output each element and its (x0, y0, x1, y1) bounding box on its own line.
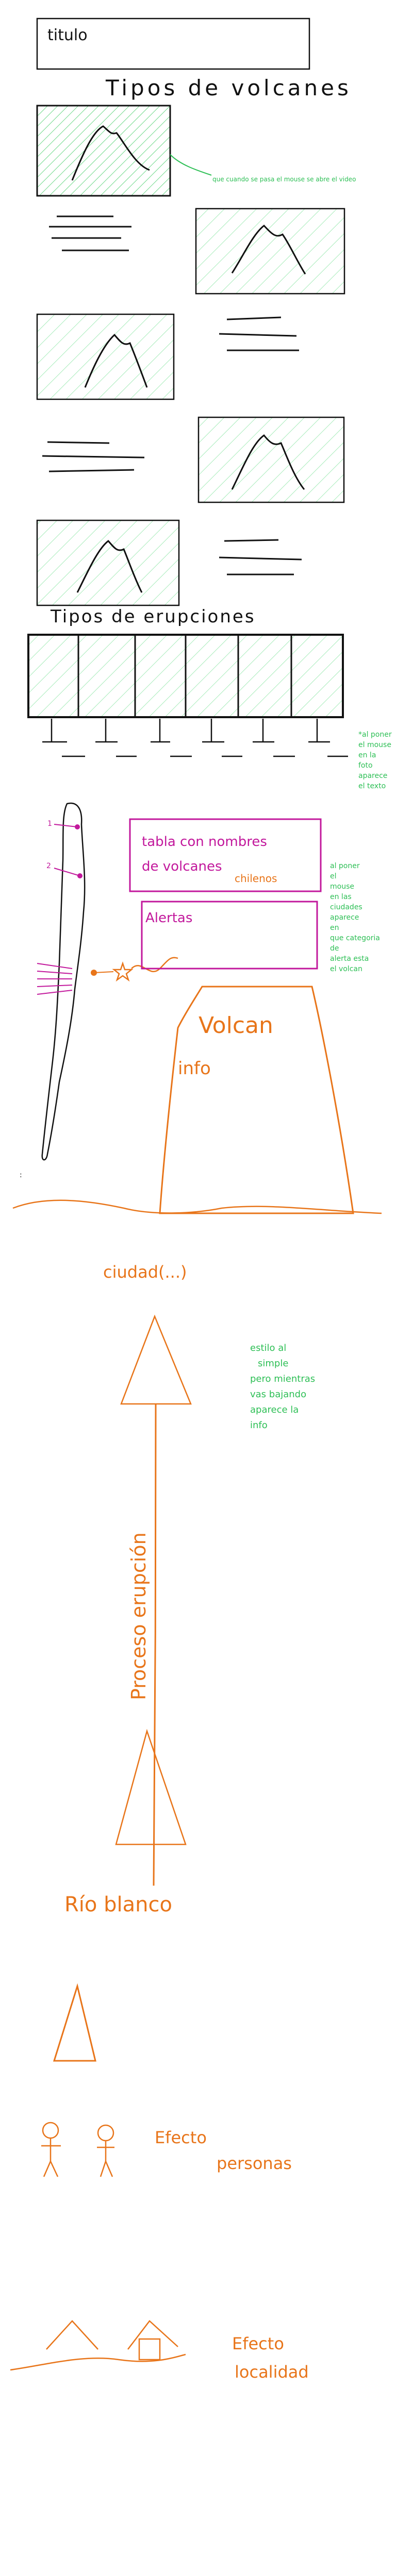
volcano-shape (76, 539, 143, 593)
chile-map (41, 802, 86, 1161)
note-hover-eruption: *al poner el mouse en la foto aparece el… (358, 731, 394, 790)
eruption-types-heading: Tipos de erupciones (50, 606, 256, 627)
eruption-dividers (77, 635, 292, 717)
note-arrow (170, 154, 212, 176)
volcano-shape (231, 224, 306, 275)
title-box (36, 18, 310, 70)
volcano-shape (71, 125, 150, 181)
table-label: tabla con nombres de volcanes (142, 834, 271, 874)
house-sketches (10, 2320, 186, 2371)
volcano-card-4[interactable] (197, 416, 345, 503)
map-dots: : (20, 1171, 22, 1179)
marker-label-2: 2 (46, 862, 51, 870)
process-cone-bottom (115, 1728, 187, 1845)
eruption-captions (42, 719, 348, 757)
process-cone-top (120, 1314, 192, 1405)
marker-label-1: 1 (47, 820, 52, 828)
volcano-table-panel[interactable]: tabla con nombres de volcanes chilenos (129, 818, 322, 892)
city-marker-1[interactable]: 1 (47, 820, 80, 829)
note-style: estilo al simple pero mientras vas bajan… (250, 1343, 318, 1431)
table-tag: chilenos (235, 872, 277, 885)
process-label: Proceso erupción (127, 1532, 150, 1700)
volcano-note: que cuando se pasa el mouse se abre el v… (212, 176, 356, 183)
city-marker-2[interactable]: 2 (46, 862, 82, 878)
volcano-types-heading: Tipos de volcanes (105, 75, 352, 100)
eruption-strip[interactable] (27, 634, 344, 718)
volcano-shape (84, 333, 148, 388)
map-magenta-ticks (37, 963, 73, 995)
text-lines-5 (219, 539, 302, 575)
volcano-info-panel[interactable]: Volcan info (159, 986, 354, 1214)
volcano-card-2[interactable] (195, 208, 345, 295)
volcano-card-5[interactable] (36, 519, 180, 606)
volcano-info: info (178, 1058, 211, 1079)
volcano-shape (231, 434, 305, 490)
people-effect-label[interactable]: Efecto personas (155, 2128, 292, 2173)
river-cone (53, 1983, 96, 2062)
alert-panel[interactable]: Alertas (141, 901, 318, 970)
local-effect-label[interactable]: Efecto localidad (232, 2334, 309, 2382)
ground-line (12, 1199, 382, 1214)
text-lines-1 (49, 215, 131, 251)
volcano-card-3[interactable] (36, 313, 175, 400)
page-title: titulo (47, 26, 88, 44)
people-figures (41, 2122, 114, 2177)
process-line (153, 1403, 157, 1886)
city-label[interactable]: ciudad(...) (103, 1262, 187, 1282)
volcano-title: Volcan (199, 1012, 273, 1039)
volcano-card-1[interactable] (36, 105, 171, 197)
note-hover-map: al poner el mouse en las ciudades aparec… (330, 862, 382, 973)
text-lines-4 (42, 441, 145, 472)
text-lines-3 (219, 316, 299, 351)
alert-label: Alertas (145, 910, 192, 926)
river-label[interactable]: Río blanco (64, 1893, 172, 1917)
